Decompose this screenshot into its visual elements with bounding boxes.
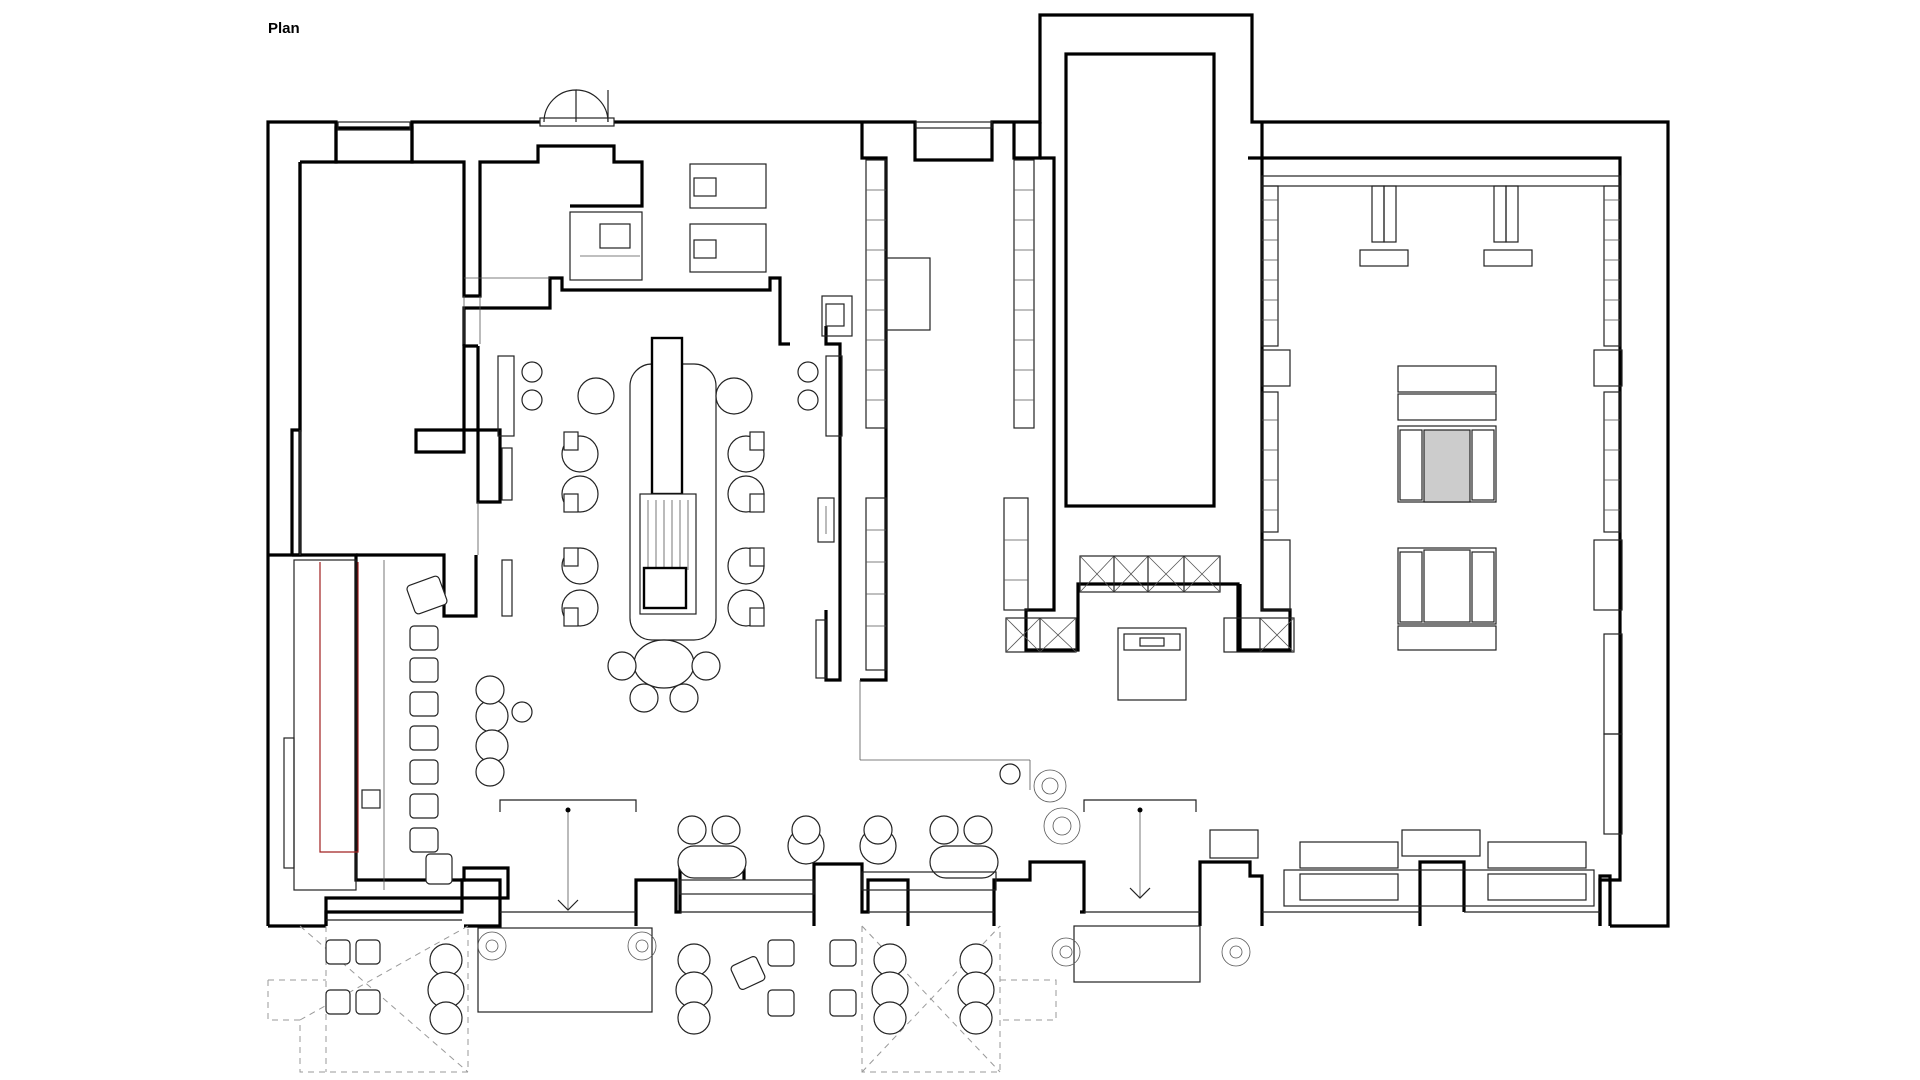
entrance-vestibule-right — [1073, 799, 1201, 983]
corridor-shelving — [817, 159, 1035, 790]
outdoor-seating — [325, 939, 995, 1035]
entrance-vestibule-left — [477, 799, 653, 1013]
restrooms — [464, 163, 853, 344]
front-display-benches — [1209, 829, 1595, 907]
plants — [477, 769, 1251, 967]
retail-wall-shelving — [1261, 175, 1623, 835]
inner-walls — [290, 52, 1622, 926]
top-gondolas — [1359, 185, 1533, 267]
front-facade — [324, 860, 1612, 928]
steps — [283, 447, 827, 869]
display-crates — [1005, 555, 1295, 701]
rear-entrance-door — [539, 89, 615, 127]
retail-display-tables — [1397, 365, 1497, 651]
left-bar-counter — [293, 559, 385, 891]
window — [337, 121, 411, 131]
left-rooms — [299, 296, 479, 555]
left-bar-stools — [406, 575, 453, 885]
central-bar — [577, 336, 753, 641]
lounge-tables-left — [475, 355, 843, 787]
window — [915, 121, 993, 129]
outdoor-terrace — [267, 925, 1057, 1073]
plan-title: Plan — [268, 20, 300, 37]
central-bar-stools — [561, 431, 765, 713]
front-lounge-seating — [677, 763, 1021, 895]
